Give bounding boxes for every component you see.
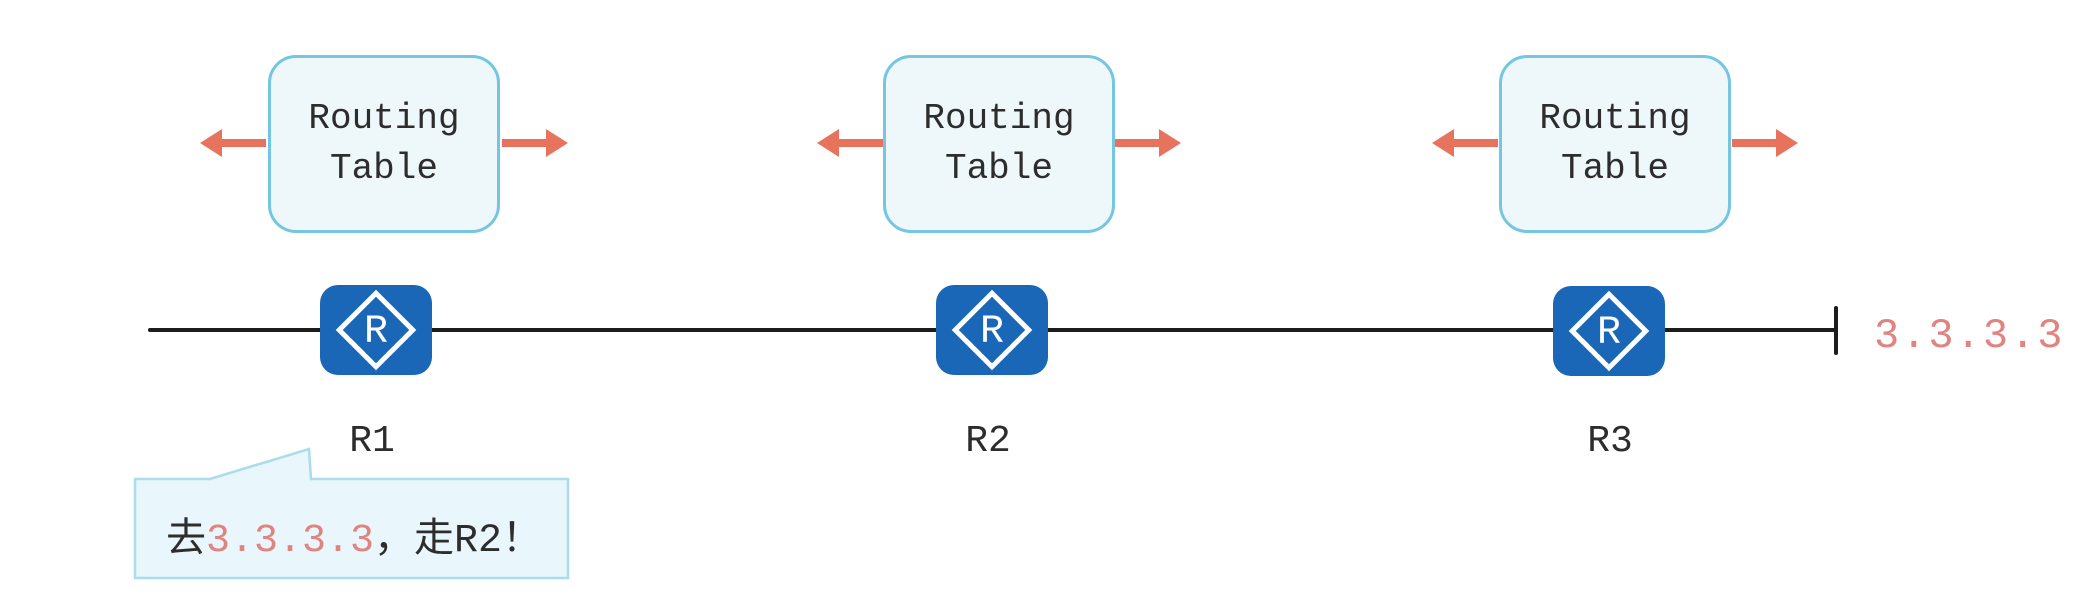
- arrow-right-icon: [502, 129, 568, 157]
- endpoint-ip-label: 3.3.3.3: [1874, 312, 2065, 360]
- arrow-right-icon: [1732, 129, 1798, 157]
- callout-bubble-shape: [133, 447, 570, 580]
- callout-ip: 3.3.3.3: [206, 519, 375, 564]
- routing-table-label: Routing Table: [308, 98, 460, 189]
- arrow-left-icon: [817, 129, 883, 157]
- router-icon-r2: R: [936, 285, 1048, 375]
- callout-prefix: 去: [166, 519, 206, 564]
- routing-table-box-r1: Routing Table: [268, 55, 500, 233]
- router-label-r2: R2: [965, 420, 1011, 463]
- svg-text:R: R: [364, 310, 388, 355]
- arrow-left-icon: [1432, 129, 1498, 157]
- callout-suffix: ，走R2！: [374, 519, 543, 564]
- router-icon-r1: R: [320, 285, 432, 375]
- arrow-right-icon: [1115, 129, 1181, 157]
- router-label-r1: R1: [349, 420, 395, 463]
- svg-text:R: R: [1597, 311, 1621, 356]
- routing-table-box-r2: Routing Table: [883, 55, 1115, 233]
- router-icon-r3: R: [1553, 286, 1665, 376]
- routing-table-label: Routing Table: [1539, 98, 1691, 189]
- router-label-r3: R3: [1587, 420, 1633, 463]
- routing-table-label: Routing Table: [923, 98, 1075, 189]
- arrow-left-icon: [200, 129, 266, 157]
- routing-table-box-r3: Routing Table: [1499, 55, 1731, 233]
- callout-text: 去3.3.3.3，走R2！: [166, 505, 566, 564]
- svg-text:R: R: [980, 310, 1004, 355]
- link-endpoint-tick: [1834, 306, 1838, 355]
